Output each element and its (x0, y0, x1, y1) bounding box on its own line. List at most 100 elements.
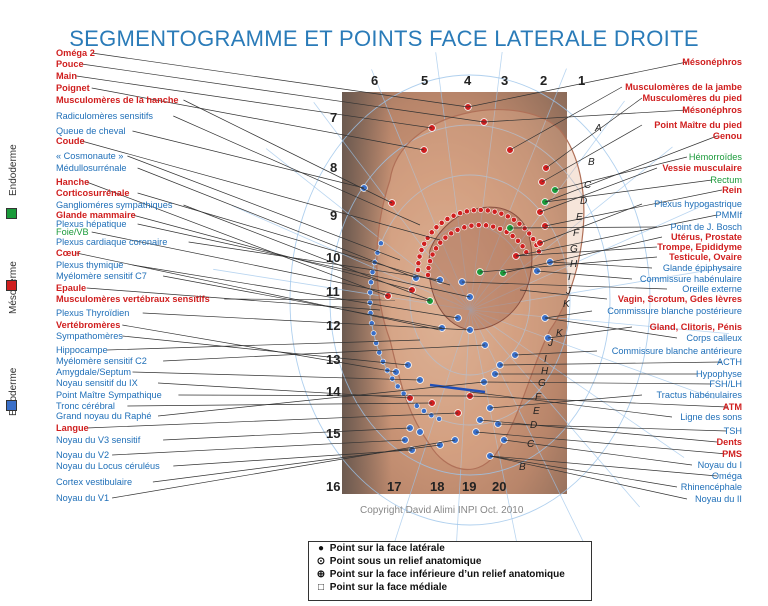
segment-number: 17 (387, 479, 402, 494)
left-label: Coude (56, 136, 85, 146)
mesoderm-point (433, 245, 439, 252)
legend-symbol-icon: ● (317, 543, 325, 554)
leader-line (127, 402, 433, 407)
left-label: Main (56, 71, 77, 81)
left-label: Glande mammaire (56, 210, 136, 220)
arc-letter: G (538, 378, 546, 389)
right-label: Ligne des sons (680, 412, 742, 422)
leader-line (91, 87, 425, 151)
mesoderm-point (521, 225, 528, 232)
right-label: Oméga (711, 471, 742, 481)
right-label: PMS (722, 449, 742, 459)
segment-number: 3 (501, 73, 509, 88)
segment-ray (469, 309, 522, 565)
legend-text: Point sous un relief anatomique (327, 556, 482, 567)
segment-number: 19 (462, 479, 477, 494)
left-label: Sympathomères (56, 331, 123, 341)
legend-item: ⊕ Point sur la face inférieure d’un reli… (309, 568, 591, 581)
left-label: Noyau du V2 (56, 450, 110, 460)
leader-line (132, 371, 421, 381)
mesoderm-point (425, 265, 432, 271)
left-label: Cœur (56, 248, 81, 258)
leader-line (188, 241, 441, 281)
segment-number: 16 (326, 479, 341, 494)
legend-text: Point sur la face latérale (327, 543, 445, 554)
mesoderm-point (444, 216, 451, 222)
right-label: Utérus, Prostate (671, 232, 742, 242)
arc-letter: D (530, 420, 538, 431)
mesoderm-point (483, 222, 489, 229)
left-label: Noyau sensitif du IX (56, 378, 138, 388)
mesoderm-point (484, 207, 491, 214)
segment-number: 12 (326, 318, 341, 333)
right-label: Vessie musculaire (662, 163, 742, 173)
mesoderm-point (415, 267, 421, 273)
ectoderm-point (436, 415, 442, 422)
arc-letter: J (548, 338, 553, 349)
left-label: Pouce (56, 59, 84, 69)
germ-layer-swatch (6, 400, 17, 411)
ear-outline (376, 109, 585, 471)
left-label: Ganglioméres sympathiques (56, 200, 173, 210)
left-label: Grand noyau du Raphé (56, 411, 152, 421)
mesoderm-point (475, 222, 482, 228)
leader-line (112, 439, 456, 499)
germ-layer-swatch (6, 280, 17, 291)
leader-line (86, 181, 389, 297)
left-label: Amygdale/Septum (56, 367, 132, 377)
leader-line (503, 439, 693, 466)
leader-line (163, 427, 411, 441)
segment-ray (435, 52, 471, 311)
right-label: Rein (722, 185, 742, 195)
arc-letter: H (570, 259, 578, 270)
segment-ray (469, 51, 503, 311)
right-label: Musculomères du pied (642, 93, 742, 103)
left-label: Musculomères vertébraux sensitifs (56, 294, 210, 304)
segment-number: 9 (330, 208, 338, 223)
leader-line (499, 361, 723, 366)
ectoderm-point (380, 358, 386, 365)
leader-line (163, 275, 443, 329)
leader-line (81, 63, 485, 123)
ectoderm-point (428, 412, 435, 419)
leader-line (514, 350, 598, 356)
germ-layer-label: Endoderme (8, 144, 19, 196)
segment-ray (469, 309, 685, 458)
segment-ray (469, 100, 625, 311)
leader-line (461, 281, 668, 290)
leader-line (469, 395, 728, 408)
leader-line (112, 439, 406, 456)
left-label: Plexus cardiaque coronaire (56, 237, 168, 247)
arc-letter: I (568, 272, 571, 283)
leader-line (502, 236, 663, 274)
segment-number: 14 (326, 384, 341, 399)
ectoderm-point (389, 375, 396, 382)
leader-line (519, 289, 608, 300)
mesoderm-point (519, 243, 526, 250)
mesoderm-point (433, 224, 440, 231)
segment-ray (469, 146, 673, 311)
leader-line (137, 192, 451, 286)
leader-line (142, 312, 471, 331)
legend-symbol-icon: ⊙ (316, 556, 326, 567)
right-label: Dents (716, 437, 742, 447)
segment-number: 10 (326, 250, 341, 265)
sound-line (429, 383, 486, 394)
mesoderm-point (450, 212, 457, 219)
legend-symbol-icon: ⊕ (316, 569, 326, 580)
ectoderm-point (376, 349, 383, 356)
leader-line (544, 317, 678, 339)
leader-line (178, 394, 471, 397)
arc-letter: H (541, 366, 549, 377)
segment-ray (469, 203, 708, 311)
leader-line (106, 339, 421, 351)
mesoderm-point (515, 237, 521, 244)
segment-ray (265, 148, 471, 311)
leader-line (539, 203, 643, 244)
mesoderm-point (497, 225, 503, 232)
leader-line (132, 264, 459, 319)
mesoderm-point (490, 223, 497, 230)
segment-number: 6 (371, 73, 379, 88)
arc-letter: K (563, 299, 570, 310)
